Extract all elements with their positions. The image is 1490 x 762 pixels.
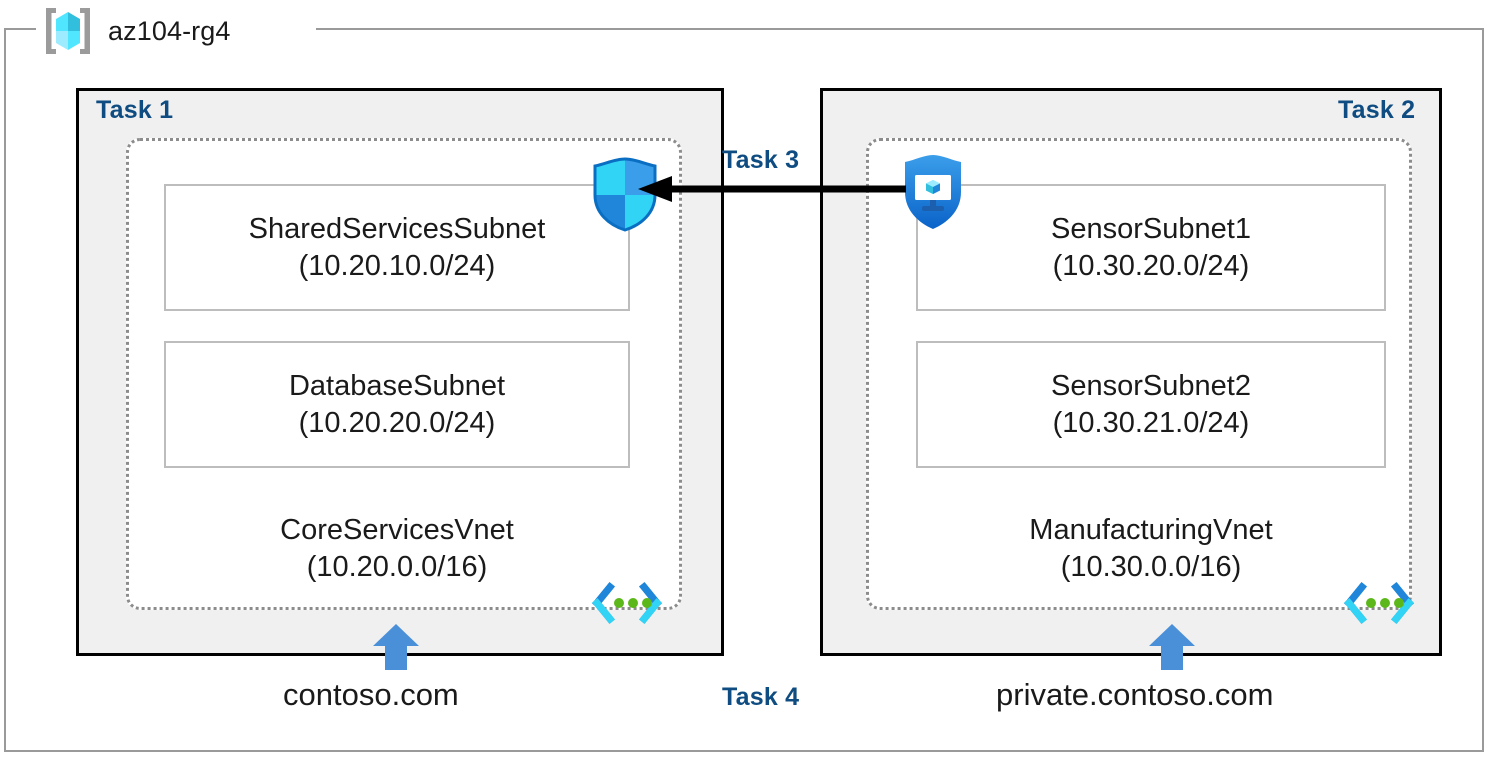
resource-group-cube-icon [40,5,96,57]
vnet-cidr: (10.30.0.0/16) [1060,550,1242,583]
task1-label: Task 1 [96,96,174,124]
subnet-shared-services: SharedServicesSubnet (10.20.10.0/24) [164,184,630,311]
resource-group-name: az104-rg4 [108,15,231,46]
virtual-network-icon [592,581,662,625]
subnet-cidr: (10.20.10.0/24) [298,249,496,282]
manufacturing-vnet-caption: ManufacturingVnet (10.30.0.0/16) [916,512,1386,586]
core-services-vnet-caption: CoreServicesVnet (10.20.0.0/16) [164,512,630,586]
subnet-cidr: (10.30.21.0/24) [1052,406,1250,439]
up-arrow-icon [372,622,420,670]
virtual-network-icon [1344,581,1414,625]
left-arrow-icon [638,176,906,202]
subnet-name: SensorSubnet2 [1051,369,1251,402]
subnet-name: DatabaseSubnet [288,369,506,402]
network-security-group-shield-icon [896,152,970,232]
vnet-name: ManufacturingVnet [1029,514,1273,546]
task3-label: Task 3 [722,146,800,174]
left-dns-zone-label: contoso.com [283,677,459,712]
right-dns-zone-label: private.contoso.com [996,677,1274,712]
vnet-cidr: (10.20.0.0/16) [306,550,488,583]
firewall-shield-icon [583,155,667,233]
resource-group-header: az104-rg4 [40,8,230,54]
subnet-cidr: (10.20.20.0/24) [298,406,496,439]
subnet-cidr: (10.30.20.0/24) [1052,249,1250,282]
subnet-sensor-2: SensorSubnet2 (10.30.21.0/24) [916,341,1386,468]
resource-group-frame [4,28,1484,752]
resource-group-title-mask [36,12,316,48]
up-arrow-icon [1148,622,1196,670]
task4-label: Task 4 [722,683,800,711]
subnet-name: SensorSubnet1 [1051,212,1251,245]
vnet-name: CoreServicesVnet [280,514,514,546]
task2-label: Task 2 [1338,96,1416,124]
subnet-database: DatabaseSubnet (10.20.20.0/24) [164,341,630,468]
subnet-sensor-1: SensorSubnet1 (10.30.20.0/24) [916,184,1386,311]
subnet-name: SharedServicesSubnet [248,212,546,245]
